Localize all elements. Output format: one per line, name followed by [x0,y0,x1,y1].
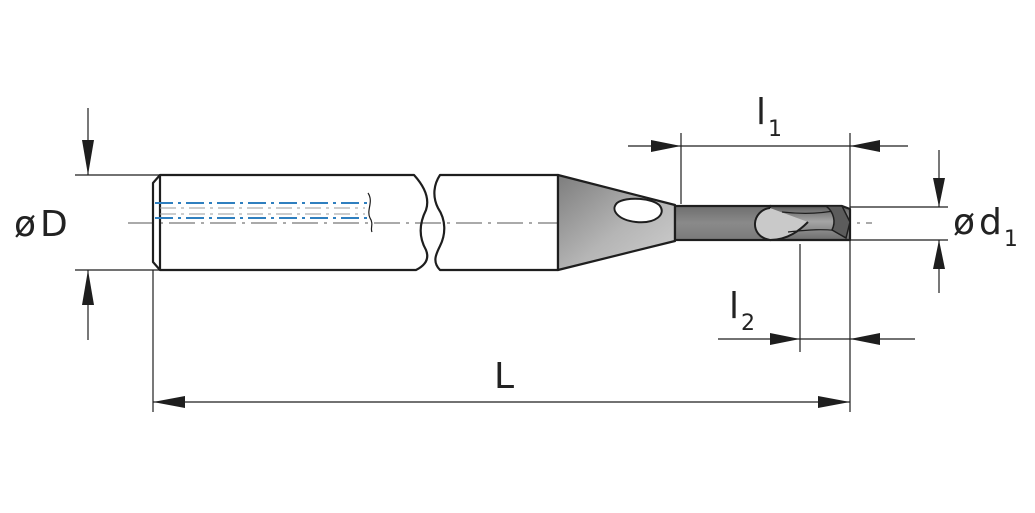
label-length-2: l2 [729,286,755,336]
label-l2-letter: l [729,286,739,327]
coolant-channels [155,192,373,233]
dimension-d1 [933,150,945,293]
tool-shank-left [151,173,429,272]
dimension-l2 [718,333,915,345]
dimension-L [153,396,850,408]
dimension-l1 [628,140,908,152]
tool-cutting-flutes [754,204,852,242]
dimension-D [82,108,94,340]
label-d-letter: d [979,202,1002,243]
label-length-1: l1 [756,92,782,142]
label-l1-letter: l [756,92,766,133]
tool-shank-right [433,173,560,272]
diameter-symbol: ø [14,204,36,245]
label-D-letter: D [40,204,68,245]
label-l1-subscript: 1 [768,117,782,142]
tool-taper [556,173,677,272]
diameter-symbol: ø [953,202,975,243]
label-l2-subscript: 2 [741,311,755,336]
label-d-subscript: 1 [1004,227,1018,252]
extension-lines [75,133,948,412]
label-overall-length: L [494,356,514,397]
